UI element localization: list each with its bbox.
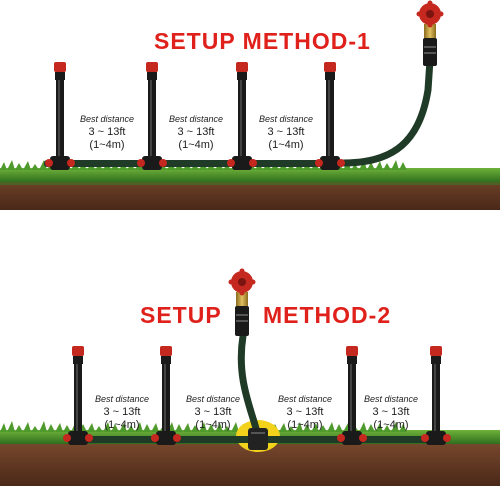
tee-connector-icon — [248, 428, 268, 450]
distance-label: Best distance 3 ~ 13ft (1~4m) — [161, 113, 231, 152]
distance-label-feet: 3 ~ 13ft — [88, 126, 126, 138]
sprinkler-stake-icon — [45, 62, 75, 170]
sprinkler-stake-icon — [137, 62, 167, 170]
distance-label: Best distance 3 ~ 13ft (1~4m) — [87, 393, 157, 432]
distance-label-caption: Best distance — [258, 114, 314, 124]
distance-label-meters: (1~4m) — [178, 139, 214, 151]
distance-label-feet: 3 ~ 13ft — [267, 126, 305, 138]
ground-strip-method-1 — [0, 160, 500, 210]
distance-label-caption: Best distance — [79, 114, 135, 124]
distance-label-caption: Best distance — [363, 394, 419, 404]
distance-label-feet: 3 ~ 13ft — [194, 406, 232, 418]
distance-label-caption: Best distance — [277, 394, 333, 404]
distance-label: Best distance 3 ~ 13ft (1~4m) — [178, 393, 248, 432]
sprinkler-stakes-method-1 — [45, 62, 345, 170]
main-hose-method-1 — [44, 56, 434, 167]
distance-label-meters: (1~4m) — [195, 419, 231, 431]
faucet-icon-2 — [228, 268, 256, 336]
distance-label: Best distance 3 ~ 13ft (1~4m) — [356, 393, 426, 432]
distance-label-meters: (1~4m) — [268, 139, 304, 151]
distance-label-feet: 3 ~ 13ft — [286, 406, 324, 418]
distance-label-feet: 3 ~ 13ft — [177, 126, 215, 138]
distance-label-caption: Best distance — [94, 394, 150, 404]
method-2-title-method: METHOD-2 — [263, 302, 392, 328]
sprinkler-stake-icon — [151, 346, 181, 445]
distance-label-meters: (1~4m) — [89, 139, 125, 151]
distance-label-feet: 3 ~ 13ft — [372, 406, 410, 418]
sprinkler-stake-icon — [421, 346, 451, 445]
sprinkler-stakes-method-2 — [63, 346, 451, 445]
distance-label: Best distance 3 ~ 13ft (1~4m) — [270, 393, 340, 432]
method-2-title-setup: SETUP — [140, 302, 222, 328]
distance-label-caption: Best distance — [185, 394, 241, 404]
distance-label: Best distance 3 ~ 13ft (1~4m) — [251, 113, 321, 152]
sprinkler-stake-icon — [227, 62, 257, 170]
sprinkler-stake-icon — [63, 346, 93, 445]
sprinkler-stake-icon — [315, 62, 345, 170]
distance-label-feet: 3 ~ 13ft — [103, 406, 141, 418]
distance-label-meters: (1~4m) — [373, 419, 409, 431]
method-1-title: SETUP METHOD-1 — [154, 28, 371, 54]
distance-label-meters: (1~4m) — [104, 419, 140, 431]
distance-label: Best distance 3 ~ 13ft (1~4m) — [72, 113, 142, 152]
distance-label-meters: (1~4m) — [287, 419, 323, 431]
distance-label-caption: Best distance — [168, 114, 224, 124]
sprinkler-stake-icon — [337, 346, 367, 445]
faucet-icon — [416, 0, 444, 66]
